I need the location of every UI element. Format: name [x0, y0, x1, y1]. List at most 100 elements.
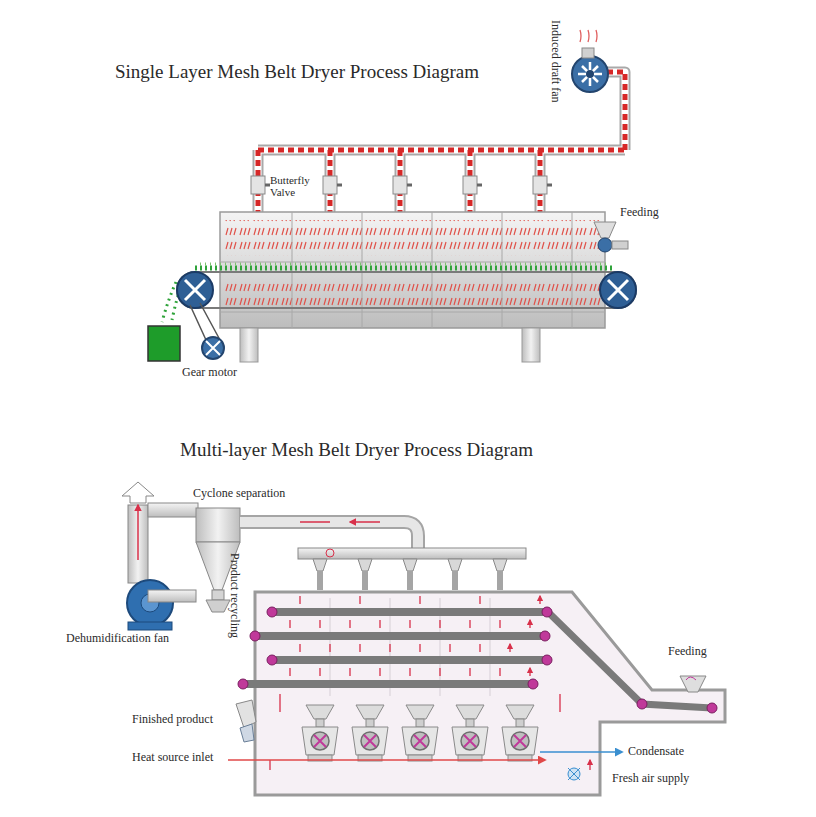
cyclone-separator	[206, 600, 230, 612]
heat-inlet-line	[228, 760, 545, 761]
airflow-arrows	[300, 644, 510, 652]
discharge-chute	[236, 700, 256, 728]
mesh-belt-layers	[267, 607, 277, 617]
exhaust-duct	[258, 72, 625, 212]
mesh-belt-layers	[637, 699, 647, 709]
mesh-belt	[185, 280, 628, 300]
return-duct	[240, 522, 526, 590]
mesh-belt	[200, 263, 608, 266]
discharge-chute	[236, 700, 256, 742]
heater-unit	[352, 705, 388, 761]
cyclone-label: Cyclone separation	[193, 487, 285, 500]
heater-unit	[402, 705, 438, 761]
motor-label: Gear motor	[182, 366, 237, 379]
induced-draft-fan	[586, 70, 594, 78]
dehumidification-fan	[148, 590, 196, 602]
heater-unit	[502, 705, 538, 761]
product-label: Finished product	[132, 713, 213, 726]
feed-hopper	[680, 676, 706, 692]
mesh-belt-layers	[548, 612, 712, 708]
product-bin	[148, 326, 180, 361]
dehumidification-fan	[127, 580, 173, 626]
return-duct	[326, 549, 334, 557]
feed-hopper	[686, 677, 696, 680]
dryer-body	[220, 262, 605, 312]
fan-label: Induced draft fan	[549, 20, 562, 103]
fresh-air-inlet	[568, 768, 580, 780]
mesh-belt-layers	[238, 607, 717, 713]
mesh-belt-layers	[272, 608, 547, 616]
mesh-belt-layers	[707, 703, 717, 713]
mesh-belt	[177, 272, 636, 308]
airflow-arrows	[290, 668, 530, 676]
induced-draft-fan	[578, 62, 602, 86]
dryer-body	[240, 328, 258, 362]
fresh-air-inlet	[568, 768, 580, 780]
butterfly-valve	[251, 176, 265, 194]
mesh-belt-layers	[238, 607, 717, 713]
mesh-belt-layers	[542, 655, 552, 665]
mesh-belt-layers	[528, 679, 538, 689]
feed-hopper	[612, 241, 628, 249]
heater-unit	[302, 705, 538, 761]
mesh-belt-layers	[250, 631, 260, 641]
cyclone-separator	[196, 508, 240, 542]
return-duct	[240, 522, 418, 548]
fresh-air-inlet	[568, 768, 580, 780]
product-bin	[148, 326, 180, 361]
dryer-body	[220, 212, 605, 362]
butterfly-valve	[393, 176, 407, 194]
induced-draft-fan	[572, 30, 608, 92]
exhaust-duct	[258, 72, 625, 212]
return-duct	[298, 548, 526, 559]
heat-inlet-line	[228, 759, 545, 761]
gear-motor	[202, 337, 224, 359]
return-duct	[300, 521, 380, 523]
cyclone-separator	[148, 503, 198, 517]
dehumidification-fan	[127, 580, 196, 630]
condensate-line	[540, 751, 622, 753]
feed-hopper	[594, 222, 628, 252]
mesh-belt-layers	[243, 680, 533, 688]
discharge-chute	[240, 724, 254, 742]
dryer-housing	[255, 592, 725, 795]
airflow-arrows	[300, 596, 540, 604]
return-duct	[320, 571, 500, 590]
mesh-belt-layers	[267, 655, 277, 665]
condensate-line	[540, 752, 622, 753]
induced-draft-fan	[572, 56, 608, 92]
return-duct	[240, 522, 418, 548]
exhaust-stack	[128, 505, 148, 583]
feed-hopper	[680, 676, 706, 692]
dryer-body	[224, 220, 601, 256]
exhaust-stack	[122, 482, 154, 503]
mesh-belt-layers	[255, 632, 545, 640]
gear-motor	[190, 303, 224, 359]
heat-inlet-label: Heat source inlet	[132, 751, 213, 764]
mesh-belt-layers	[542, 607, 552, 617]
dryer-housing	[255, 592, 725, 795]
fan-label: Dehumidification fan	[66, 632, 169, 645]
mesh-belt-layers	[540, 631, 550, 641]
cyclone-separator	[212, 590, 224, 600]
induced-draft-fan	[580, 30, 597, 42]
exhaust-stack	[122, 482, 154, 583]
gear-motor	[190, 303, 220, 340]
valve-label: Butterfly Valve	[270, 174, 322, 198]
section-heading: Multi-layer Mesh Belt Dryer Process Diag…	[180, 440, 533, 461]
return-duct	[313, 559, 507, 571]
butterfly-valve	[463, 176, 477, 194]
fresh-air-label: Fresh air supply	[612, 772, 689, 785]
feed-label: Feeding	[620, 206, 659, 219]
mesh-belt-layers	[272, 656, 547, 664]
recycling-label: Product recycling	[228, 553, 241, 638]
dryer-body	[522, 328, 540, 362]
heater-unit	[452, 705, 488, 761]
dehumidification-fan	[128, 622, 172, 630]
butterfly-valve	[533, 176, 547, 194]
airflow-arrows	[290, 620, 530, 628]
condensate-label: Condensate	[628, 745, 684, 758]
